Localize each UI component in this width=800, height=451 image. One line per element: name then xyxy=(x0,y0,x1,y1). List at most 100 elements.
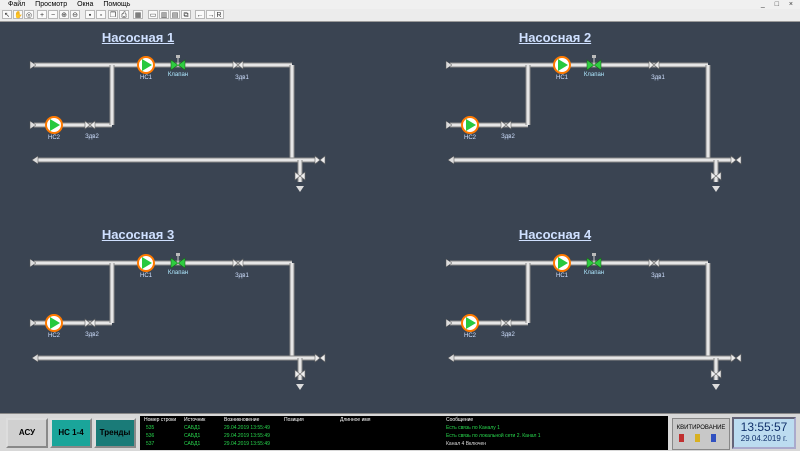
zoom-in-icon[interactable]: + xyxy=(37,10,47,19)
event-log[interactable]: Номер строки Источник Возникновение Пози… xyxy=(140,416,668,450)
gate-half xyxy=(237,60,244,70)
zoom-out-icon[interactable]: − xyxy=(48,10,58,19)
gate-half xyxy=(314,353,321,363)
valve-actuator xyxy=(176,253,180,256)
gate-half xyxy=(730,353,737,363)
menu-windows[interactable]: Окна xyxy=(77,1,94,8)
inlet-arrow-icon xyxy=(29,120,37,130)
gate-2-label: Здв2 xyxy=(85,332,99,338)
zoom-fit-icon[interactable]: ⊕ xyxy=(59,10,69,19)
pump-1[interactable] xyxy=(553,254,571,272)
gate-valve-out[interactable] xyxy=(314,155,326,165)
gate-valve-drain[interactable] xyxy=(710,369,722,379)
gate-half xyxy=(735,353,742,363)
station-3-title: Насосная 3 xyxy=(101,227,175,242)
gate-half xyxy=(500,318,507,328)
station-2-title: Насосная 2 xyxy=(518,30,592,45)
toolbar: ↖ ✋ ◎ + − ⊕ ⊖ ▪ ▫ ❐ ⎙ ▦ ▭ ▥ ▤ ⧉ ← → R xyxy=(0,9,800,22)
event-num: 537 xyxy=(146,441,155,447)
folder-icon[interactable]: ▫ xyxy=(96,10,106,19)
gate-valve-out[interactable] xyxy=(730,353,742,363)
valve-half xyxy=(586,59,595,71)
gate-half xyxy=(505,120,512,130)
control-valve-icon[interactable] xyxy=(586,55,602,71)
gate-valve-out[interactable] xyxy=(730,155,742,165)
clock-date: 29.04.2019 г. xyxy=(740,434,788,443)
valve-half xyxy=(593,59,602,71)
gate-valve-1[interactable] xyxy=(648,258,660,268)
control-valve-icon[interactable] xyxy=(586,253,602,269)
gate-half xyxy=(500,120,507,130)
pointer-tool-icon[interactable]: ↖ xyxy=(2,10,12,19)
gate-half xyxy=(648,60,655,70)
control-valve-icon[interactable] xyxy=(170,253,186,269)
mimic-diagram: Насосная 1 Насосная 2 Насосная 3 Насосна… xyxy=(0,22,800,413)
acknowledge-label: КВИТИРОВАНИЕ xyxy=(676,425,726,431)
r-button[interactable]: R xyxy=(214,10,224,19)
gate-valve-drain[interactable] xyxy=(710,171,722,181)
pump-2[interactable] xyxy=(461,314,479,332)
inlet-arrow-icon xyxy=(445,258,453,268)
gate-valve-2[interactable] xyxy=(500,120,512,130)
cascade-icon[interactable]: ⧉ xyxy=(181,10,191,19)
layout-icon[interactable]: ▥ xyxy=(159,10,169,19)
drain-arrow-icon xyxy=(712,186,720,192)
menu-view[interactable]: Просмотр xyxy=(35,1,68,8)
col-message: Сообщение xyxy=(446,417,474,423)
pump-1[interactable] xyxy=(137,56,155,74)
print-icon[interactable]: ⎙ xyxy=(119,10,129,19)
window-controls[interactable]: _ □ × xyxy=(760,1,797,8)
zoom-reset-icon[interactable]: ⊖ xyxy=(70,10,80,19)
window-icon[interactable]: ▭ xyxy=(148,10,158,19)
pump-2[interactable] xyxy=(45,314,63,332)
gate-valve-drain[interactable] xyxy=(294,369,306,379)
gate-valve-drain[interactable] xyxy=(294,171,306,181)
event-message: Есть связь по Каналу 1 xyxy=(446,425,500,431)
copy-icon[interactable]: ❐ xyxy=(108,10,118,19)
gate-valve-1[interactable] xyxy=(648,60,660,70)
ns-button[interactable]: НС 1-4 xyxy=(50,418,92,448)
zoom-icon[interactable]: ◎ xyxy=(24,10,34,19)
tile-icon[interactable]: ▤ xyxy=(170,10,180,19)
outlet-arrow-icon xyxy=(447,155,455,165)
gate-half xyxy=(294,171,301,181)
gate-valve-2[interactable] xyxy=(84,120,96,130)
outlet-arrow-icon xyxy=(31,353,39,363)
menu-help[interactable]: Помощь xyxy=(103,1,131,8)
gate-half xyxy=(84,318,91,328)
gate-half xyxy=(319,155,326,165)
gate-half xyxy=(730,155,737,165)
gate-valve-out[interactable] xyxy=(314,353,326,363)
alarm-blue-icon xyxy=(711,434,716,442)
valve-actuator xyxy=(176,55,180,58)
pump-icon xyxy=(50,317,60,329)
gate-valve-1[interactable] xyxy=(232,60,244,70)
gate-valve-2[interactable] xyxy=(500,318,512,328)
valve-half xyxy=(170,257,179,269)
asu-button[interactable]: АСУ xyxy=(6,418,48,448)
save-icon[interactable]: ▪ xyxy=(85,10,95,19)
pump-2-label: НС2 xyxy=(464,333,477,339)
event-source: САБД1 xyxy=(184,441,201,447)
pump-2-label: НС2 xyxy=(464,135,477,141)
pump-2[interactable] xyxy=(461,116,479,134)
acknowledge-panel[interactable]: КВИТИРОВАНИЕ xyxy=(672,418,730,450)
grid-icon[interactable]: ▦ xyxy=(133,10,143,19)
gate-valve-2[interactable] xyxy=(84,318,96,328)
hand-tool-icon[interactable]: ✋ xyxy=(13,10,23,19)
pump-1[interactable] xyxy=(553,56,571,74)
control-valve-icon[interactable] xyxy=(170,55,186,71)
trends-button[interactable]: Тренды xyxy=(94,418,136,448)
event-source: САБД1 xyxy=(184,425,201,431)
status-panel: АСУ НС 1-4 Тренды Номер строки Источник … xyxy=(0,413,800,451)
gate-half xyxy=(299,369,306,379)
gate-half xyxy=(237,258,244,268)
pump-2[interactable] xyxy=(45,116,63,134)
back-icon[interactable]: ← xyxy=(195,10,205,19)
pump-1[interactable] xyxy=(137,254,155,272)
menu-file[interactable]: Файл xyxy=(8,1,26,8)
pump-1-label: НС1 xyxy=(140,75,153,81)
inlet-arrow-icon xyxy=(445,318,453,328)
gate-valve-1[interactable] xyxy=(232,258,244,268)
